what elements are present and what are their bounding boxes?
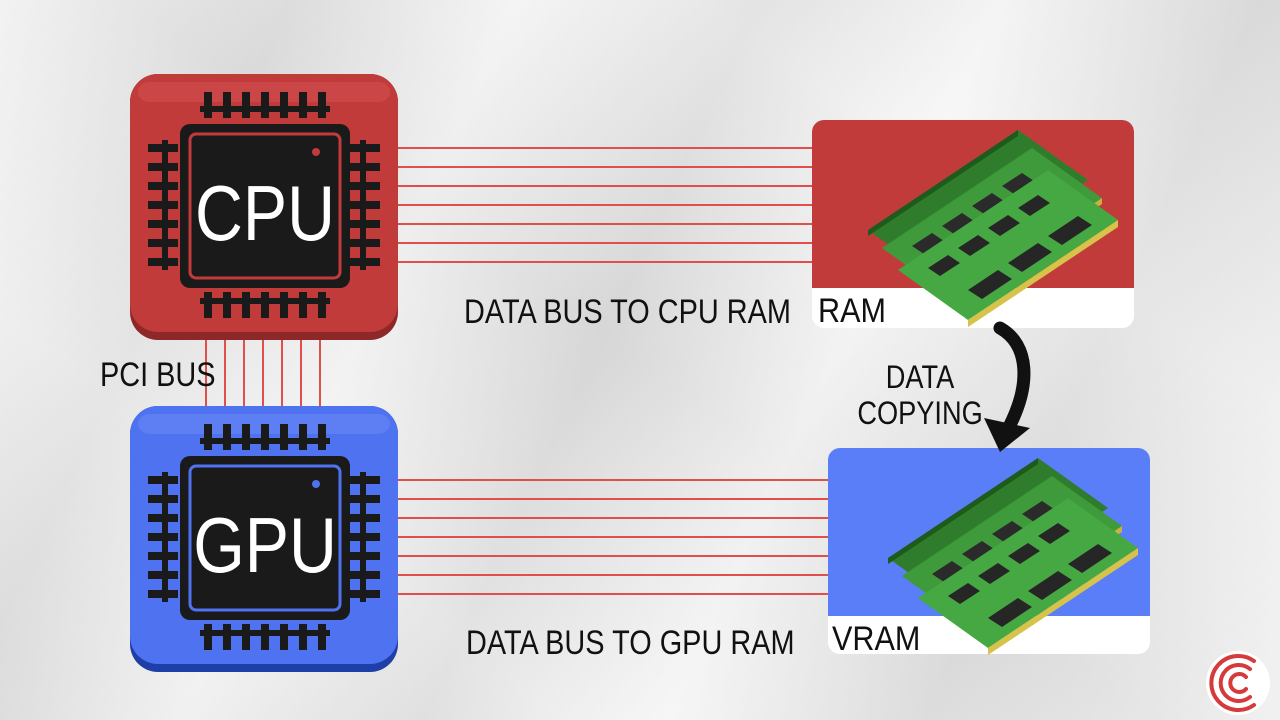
vram-label: VRAM: [832, 620, 920, 658]
ram-card: RAM: [812, 120, 1134, 329]
copy-label-line2: COPYING: [857, 396, 982, 432]
copy-label-line1: DATA: [886, 360, 955, 396]
gpu-chip: GPU: [130, 406, 398, 672]
pci-bus-label: PCI BUS: [100, 355, 216, 394]
cpu-chip-label: CPU: [195, 170, 335, 257]
cpu-ram-bus-label: DATA BUS TO CPU RAM: [464, 292, 791, 331]
gpu-vram-data-bus: [398, 479, 832, 595]
cpu-chip: CPU: [130, 74, 398, 340]
gpu-chip-label: GPU: [193, 502, 337, 589]
pci-bus-wires: [205, 340, 321, 408]
ram-label: RAM: [818, 292, 886, 330]
brand-logo-icon: [1206, 651, 1270, 715]
vram-card: VRAM: [828, 448, 1150, 657]
curved-arrow-down-icon: [984, 321, 1031, 452]
gpu-ram-bus-label: DATA BUS TO GPU RAM: [466, 623, 795, 662]
cpu-dot-icon: [312, 148, 320, 156]
gpu-dot-icon: [312, 480, 320, 488]
cpu-ram-data-bus: [398, 147, 812, 263]
